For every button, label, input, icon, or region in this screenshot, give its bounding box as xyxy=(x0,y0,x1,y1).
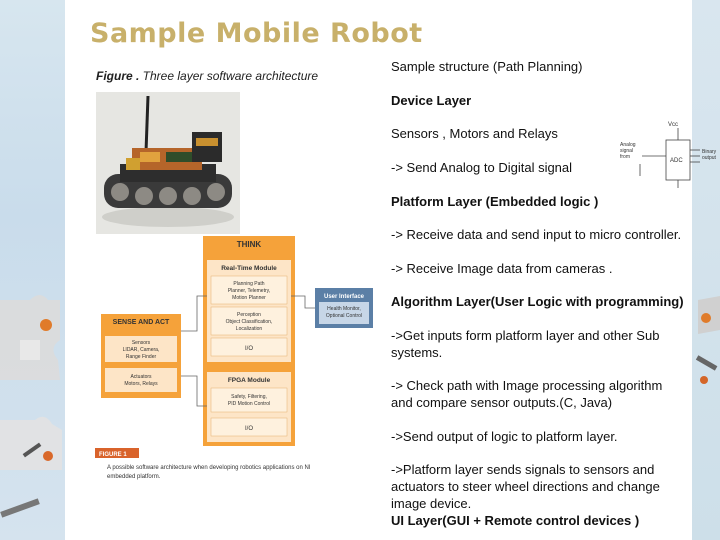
figure-label: FIGURE 1 xyxy=(99,452,127,458)
user-interface-label: User Interface xyxy=(324,294,365,300)
io-box-1: I/O xyxy=(245,346,253,352)
text-line-get-inputs: ->Get inputs form platform layer and oth… xyxy=(391,328,660,343)
robot-photo xyxy=(96,92,240,234)
text-line-platform-sends: ->Platform layer sends signals to sensor… xyxy=(391,462,655,477)
left-background-decoration xyxy=(0,0,65,540)
vcc-label: Vcc xyxy=(668,122,678,128)
text-line-send-analog: -> Send Analog to Digital signal xyxy=(391,160,573,175)
figure-caption: Figure . Three layer software architectu… xyxy=(96,69,318,83)
puzzle-decoration xyxy=(0,295,62,518)
think-label: THINK xyxy=(237,240,262,249)
text-line-ui-layer: UI Layer(GUI + Remote control devices ) xyxy=(391,513,640,528)
text-line-systems: systems. xyxy=(391,345,443,360)
safety-box: Safety, Filtering,PID Motion Control xyxy=(228,394,270,407)
figure-caption-text: Three layer software architecture xyxy=(139,69,319,83)
text-line-receive-data: -> Receive data and send input to micro … xyxy=(391,227,682,242)
text-line-receive-image: -> Receive Image data from cameras . xyxy=(391,261,613,276)
figure-caption-label: Figure . xyxy=(96,69,140,83)
text-line-platform-layer: Platform Layer (Embedded logic ) xyxy=(391,194,599,209)
slide-title: Sample Mobile Robot xyxy=(90,18,423,49)
text-line-sample-structure: Sample structure (Path Planning) xyxy=(391,59,583,74)
right-background-decoration xyxy=(692,0,720,540)
text-line-algorithm-layer: Algorithm Layer(User Logic with programm… xyxy=(391,294,684,309)
text-line-sensors: Sensors , Motors and Relays xyxy=(391,126,558,141)
figure-text-line-2: embedded platform. xyxy=(107,474,161,480)
figure-text-line-1: A possible software architecture when de… xyxy=(107,465,311,471)
text-line-check-path: -> Check path with Image processing algo… xyxy=(391,378,663,393)
io-box-2: I/O xyxy=(245,426,253,432)
text-line-image-device: image device. xyxy=(391,496,472,511)
adc-label: ADC xyxy=(670,158,683,164)
text-line-send-output: ->Send output of logic to platform layer… xyxy=(391,429,618,444)
text-line-device-layer: Device Layer xyxy=(391,93,472,108)
text-line-compare-outputs: and compare sensor outputs.(C, Java) xyxy=(391,395,613,410)
sense-act-label: SENSE AND ACT xyxy=(113,319,170,326)
realtime-module-label: Real-Time Module xyxy=(221,265,277,272)
text-line-actuators-steer: actuators to steer wheel directions and … xyxy=(391,479,660,494)
health-monitor-box: Health Monitor,Optional Control xyxy=(326,306,362,319)
fpga-module-label: FPGA Module xyxy=(228,377,271,384)
